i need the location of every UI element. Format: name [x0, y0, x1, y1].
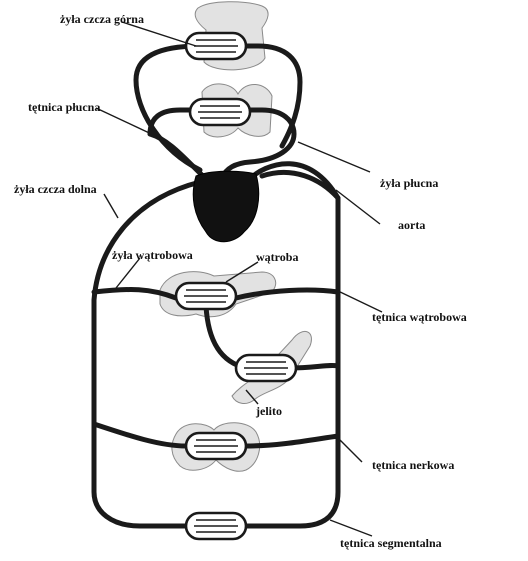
leader-pulmonary-artery	[95, 107, 161, 139]
leader-pulmonary-vein	[297, 141, 371, 173]
label-aorta: aorta	[398, 218, 426, 232]
leader-superior-vena-cava	[121, 21, 197, 47]
lung-capillary	[188, 97, 252, 127]
label-intestine: jelito	[256, 404, 282, 418]
leader-renal-artery	[337, 437, 363, 463]
label-superior-vena-cava: żyła czcza górna	[60, 12, 144, 26]
label-hepatic-vein: żyła wątrobowa	[112, 248, 193, 262]
label-liver: wątroba	[256, 250, 299, 264]
intestine-capillary	[234, 353, 298, 383]
liver-capillary	[174, 281, 238, 311]
label-renal-artery: tętnica nerkowa	[372, 458, 455, 472]
label-pulmonary-artery: tętnica płucna	[28, 100, 101, 114]
leader-aorta	[335, 189, 381, 225]
pulmonary-circuit-vessel	[147, 107, 297, 181]
heart	[192, 170, 260, 243]
leader-hepatic-artery	[335, 289, 383, 313]
kidney-capillary	[184, 431, 248, 461]
leader-liver	[225, 261, 259, 283]
aorta-arch-vessel	[243, 161, 341, 201]
label-hepatic-artery: tętnica wątrobowa	[372, 310, 467, 324]
leader-intestine	[245, 389, 259, 405]
label-segmental-artery: tętnica segmentalna	[340, 536, 442, 550]
leader-segmental-artery	[329, 519, 373, 537]
leader-inferior-vena-cava	[103, 193, 119, 219]
segmental-capillary	[184, 511, 248, 541]
body-circuit-vessel	[91, 170, 341, 529]
leader-hepatic-vein	[115, 257, 141, 289]
label-inferior-vena-cava: żyła czcza dolna	[14, 182, 97, 196]
label-pulmonary-vein: żyła płucna	[380, 176, 439, 190]
